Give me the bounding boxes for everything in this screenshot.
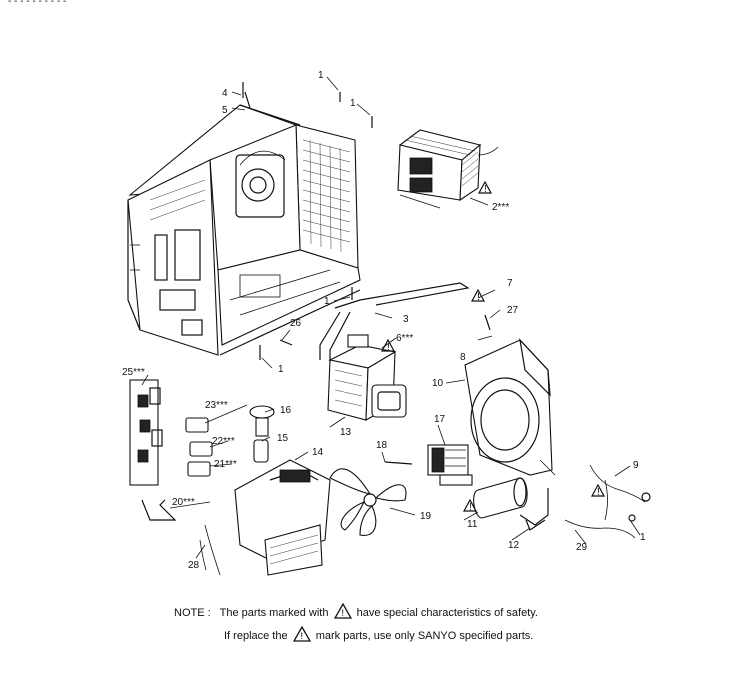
part-labels: 1 1 1 1 1 2*** 3 4 5 6*** 7 8 9 10 11 12… <box>122 70 646 571</box>
stay-bracket <box>319 282 470 362</box>
label-21: 21*** <box>214 459 237 470</box>
label-22: 22*** <box>212 436 235 447</box>
note-line1-start: The parts marked with <box>219 607 329 619</box>
label-19: 19 <box>420 511 432 522</box>
note-line2-start: If replace the <box>224 630 288 642</box>
label-1a: 1 <box>318 70 324 81</box>
label-8: 8 <box>460 352 466 363</box>
label-18: 18 <box>376 440 388 451</box>
air-guide <box>234 459 331 576</box>
svg-text:!: ! <box>341 608 344 618</box>
note-line1-end: have special characteristics of safety. <box>356 607 538 619</box>
lamp-and-socket <box>249 405 275 463</box>
leader-lines <box>141 76 641 559</box>
label-11: 11 <box>467 519 478 530</box>
magnetron <box>327 334 407 421</box>
svg-text:!: ! <box>597 487 600 498</box>
fan-blade <box>329 468 407 536</box>
label-17: 17 <box>434 414 446 425</box>
label-2: 2*** <box>492 202 509 213</box>
label-20: 20*** <box>172 497 195 508</box>
svg-text:!: ! <box>469 502 472 513</box>
svg-text:!: ! <box>300 631 303 641</box>
label-10: 10 <box>432 378 444 389</box>
label-9: 9 <box>633 460 639 471</box>
note-prefix: NOTE : <box>174 607 211 619</box>
label-7: 7 <box>507 278 513 289</box>
label-13: 13 <box>340 427 352 438</box>
label-26: 26 <box>290 318 302 329</box>
label-3: 3 <box>403 314 409 325</box>
fan-duct <box>464 338 556 476</box>
fan-motor <box>427 444 473 486</box>
wire-leads <box>199 464 651 576</box>
label-4: 4 <box>222 88 228 99</box>
high-voltage-transformer <box>397 129 499 209</box>
micro-switches <box>185 417 213 477</box>
safety-warning-icon: ! <box>292 626 311 642</box>
latch-board <box>129 379 163 486</box>
note-line-2: If replace the ! mark parts, use only SA… <box>224 626 533 642</box>
label-27: 27 <box>507 305 519 316</box>
label-12: 12 <box>508 540 520 551</box>
note-line-1: NOTE : The parts marked with ! have spec… <box>174 603 538 619</box>
label-28: 28 <box>188 560 200 571</box>
cabinet-chassis <box>127 91 361 356</box>
svg-text:!: ! <box>387 342 390 353</box>
safety-warning-icons: ! ! ! ! ! <box>380 180 606 513</box>
svg-text:!: ! <box>484 184 487 195</box>
label-5: 5 <box>222 105 228 116</box>
header-fragment: - - - - - - - - - - <box>8 0 66 7</box>
capacitor <box>473 477 528 519</box>
label-6: 6*** <box>396 333 413 344</box>
label-15: 15 <box>277 433 289 444</box>
label-16: 16 <box>280 405 292 416</box>
capacitor-bracket <box>519 488 549 531</box>
label-14: 14 <box>312 447 324 458</box>
label-1e: 1 <box>640 532 646 543</box>
label-1c: 1 <box>324 296 330 307</box>
label-25: 25*** <box>122 367 145 378</box>
note-line2-end: mark parts, use only SANYO specified par… <box>315 630 534 642</box>
screws <box>242 82 491 465</box>
label-29: 29 <box>576 542 588 553</box>
label-23: 23*** <box>205 400 228 411</box>
latch-lever <box>141 499 177 521</box>
svg-text:!: ! <box>477 292 480 303</box>
label-1b: 1 <box>350 98 356 109</box>
safety-warning-icon: ! <box>333 603 352 619</box>
label-1d: 1 <box>278 364 284 375</box>
